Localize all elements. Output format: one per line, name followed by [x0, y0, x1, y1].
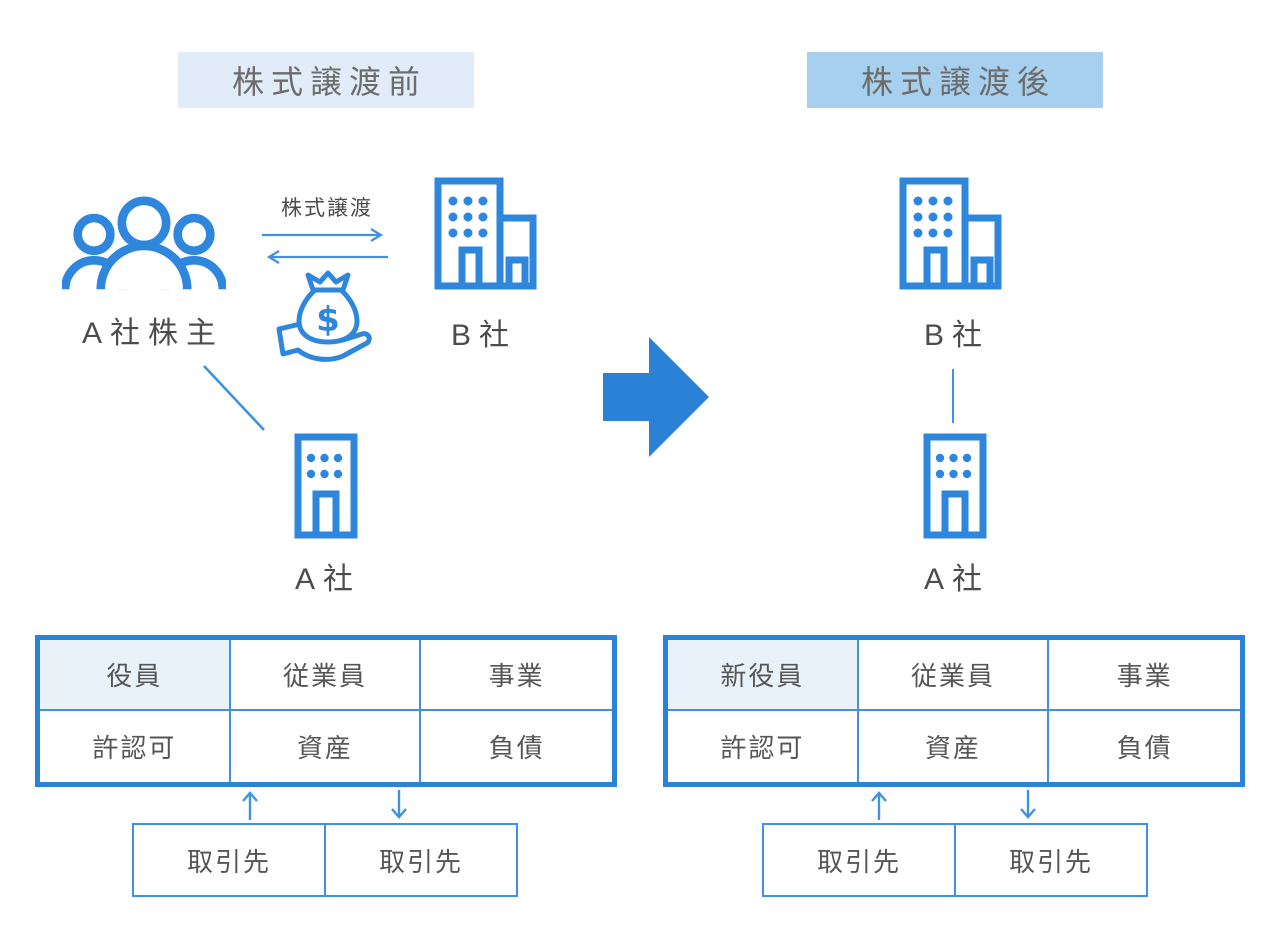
company-b-label: B社 — [450, 319, 517, 352]
transfer-arrow-label: 株式譲渡 — [281, 197, 373, 220]
down-arrow-icon — [391, 790, 407, 819]
company-b-building-icon — [899, 177, 1002, 290]
company-a-building-icon — [923, 433, 987, 539]
table-cell-liabilities: 負債 — [1116, 733, 1173, 763]
table-cell-business: 事業 — [421, 640, 612, 711]
company-b-label: B社 — [923, 319, 990, 352]
partner-box: 取引先 — [324, 825, 516, 895]
table-cell-new-officers: 新役員 — [668, 640, 859, 711]
shareholder-company-a-connector-line — [203, 365, 265, 431]
after-title: 株式譲渡後 — [807, 52, 1103, 108]
down-arrow-icon — [1020, 790, 1036, 819]
partner-box: 取引先 — [816, 846, 901, 877]
up-arrow-icon — [242, 791, 258, 820]
table-cell-employees: 従業員 — [230, 640, 422, 711]
company-b-building-icon — [434, 177, 537, 290]
table-cell-licenses: 許認可 — [40, 711, 231, 782]
table-cell-business: 事業 — [1049, 640, 1240, 711]
partners-row-before: 取引先 取引先 — [132, 823, 518, 897]
partner-box: 取引先 — [186, 846, 271, 877]
table-cell-liabilities: 負債 — [488, 733, 545, 763]
table-cell-employees: 従業員 — [858, 640, 1050, 711]
partner-box: 取引先 — [954, 825, 1146, 895]
company-a-label: A社 — [923, 563, 990, 596]
company-a-elements-table-before: 役員 従業員 事業 許認可 資産 負債 — [35, 635, 617, 787]
up-arrow-icon — [871, 791, 887, 820]
table-cell-licenses: 許認可 — [668, 711, 859, 782]
company-a-elements-table-after: 新役員 従業員 事業 許認可 資産 負債 — [663, 635, 1245, 787]
money-bag-hand-icon: $ — [276, 270, 372, 362]
big-right-arrow-icon — [603, 337, 709, 457]
people-group-icon — [62, 196, 226, 290]
exchange-arrows-icon — [262, 228, 388, 264]
table-cell-assets: 資産 — [859, 711, 1050, 782]
partners-row-after: 取引先 取引先 — [762, 823, 1148, 897]
table-cell-assets: 資産 — [231, 711, 422, 782]
svg-text:$: $ — [316, 300, 340, 340]
shareholder-label: A社株主 — [81, 317, 224, 350]
parent-subsidiary-connector-line — [952, 369, 954, 423]
company-a-label: A社 — [294, 563, 361, 596]
table-cell-officers: 役員 — [40, 640, 231, 711]
before-title: 株式譲渡前 — [178, 52, 474, 108]
company-a-building-icon — [294, 433, 358, 539]
